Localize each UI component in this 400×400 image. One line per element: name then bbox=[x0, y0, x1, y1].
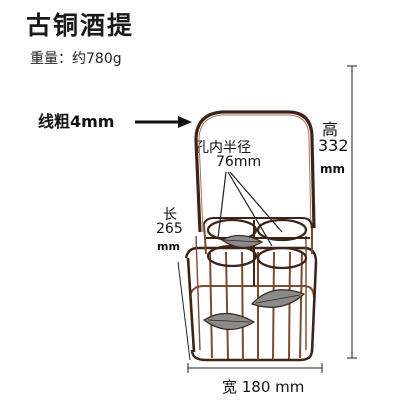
height-unit: mm bbox=[320, 162, 346, 176]
handle bbox=[194, 110, 316, 233]
hole-leader-lines bbox=[217, 171, 283, 247]
height-label: 高 bbox=[322, 120, 339, 139]
width-dimension-line bbox=[187, 363, 323, 373]
height-dimension-line bbox=[347, 65, 357, 359]
length-unit: mm bbox=[157, 240, 180, 253]
hole-radius-value: 76mm bbox=[216, 154, 262, 170]
length-dimension-line bbox=[177, 261, 191, 361]
length-value: 265 bbox=[156, 221, 183, 237]
decorative-leaf-top bbox=[220, 234, 264, 249]
decorative-leaf-left bbox=[202, 312, 256, 331]
length-label: 长 bbox=[163, 207, 177, 223]
pointer-arrow bbox=[135, 116, 192, 128]
weight-text: 重量：约780g bbox=[30, 51, 122, 67]
height-value: 332 bbox=[318, 136, 349, 155]
wire-thickness-label: 线粗4mm bbox=[38, 112, 115, 131]
decorative-leaf-right bbox=[250, 289, 306, 308]
width-label: 宽 180 mm bbox=[222, 378, 305, 396]
product-title: 古铜酒提 bbox=[26, 11, 135, 40]
hole-radius-label: 孔内半径 bbox=[195, 140, 251, 156]
